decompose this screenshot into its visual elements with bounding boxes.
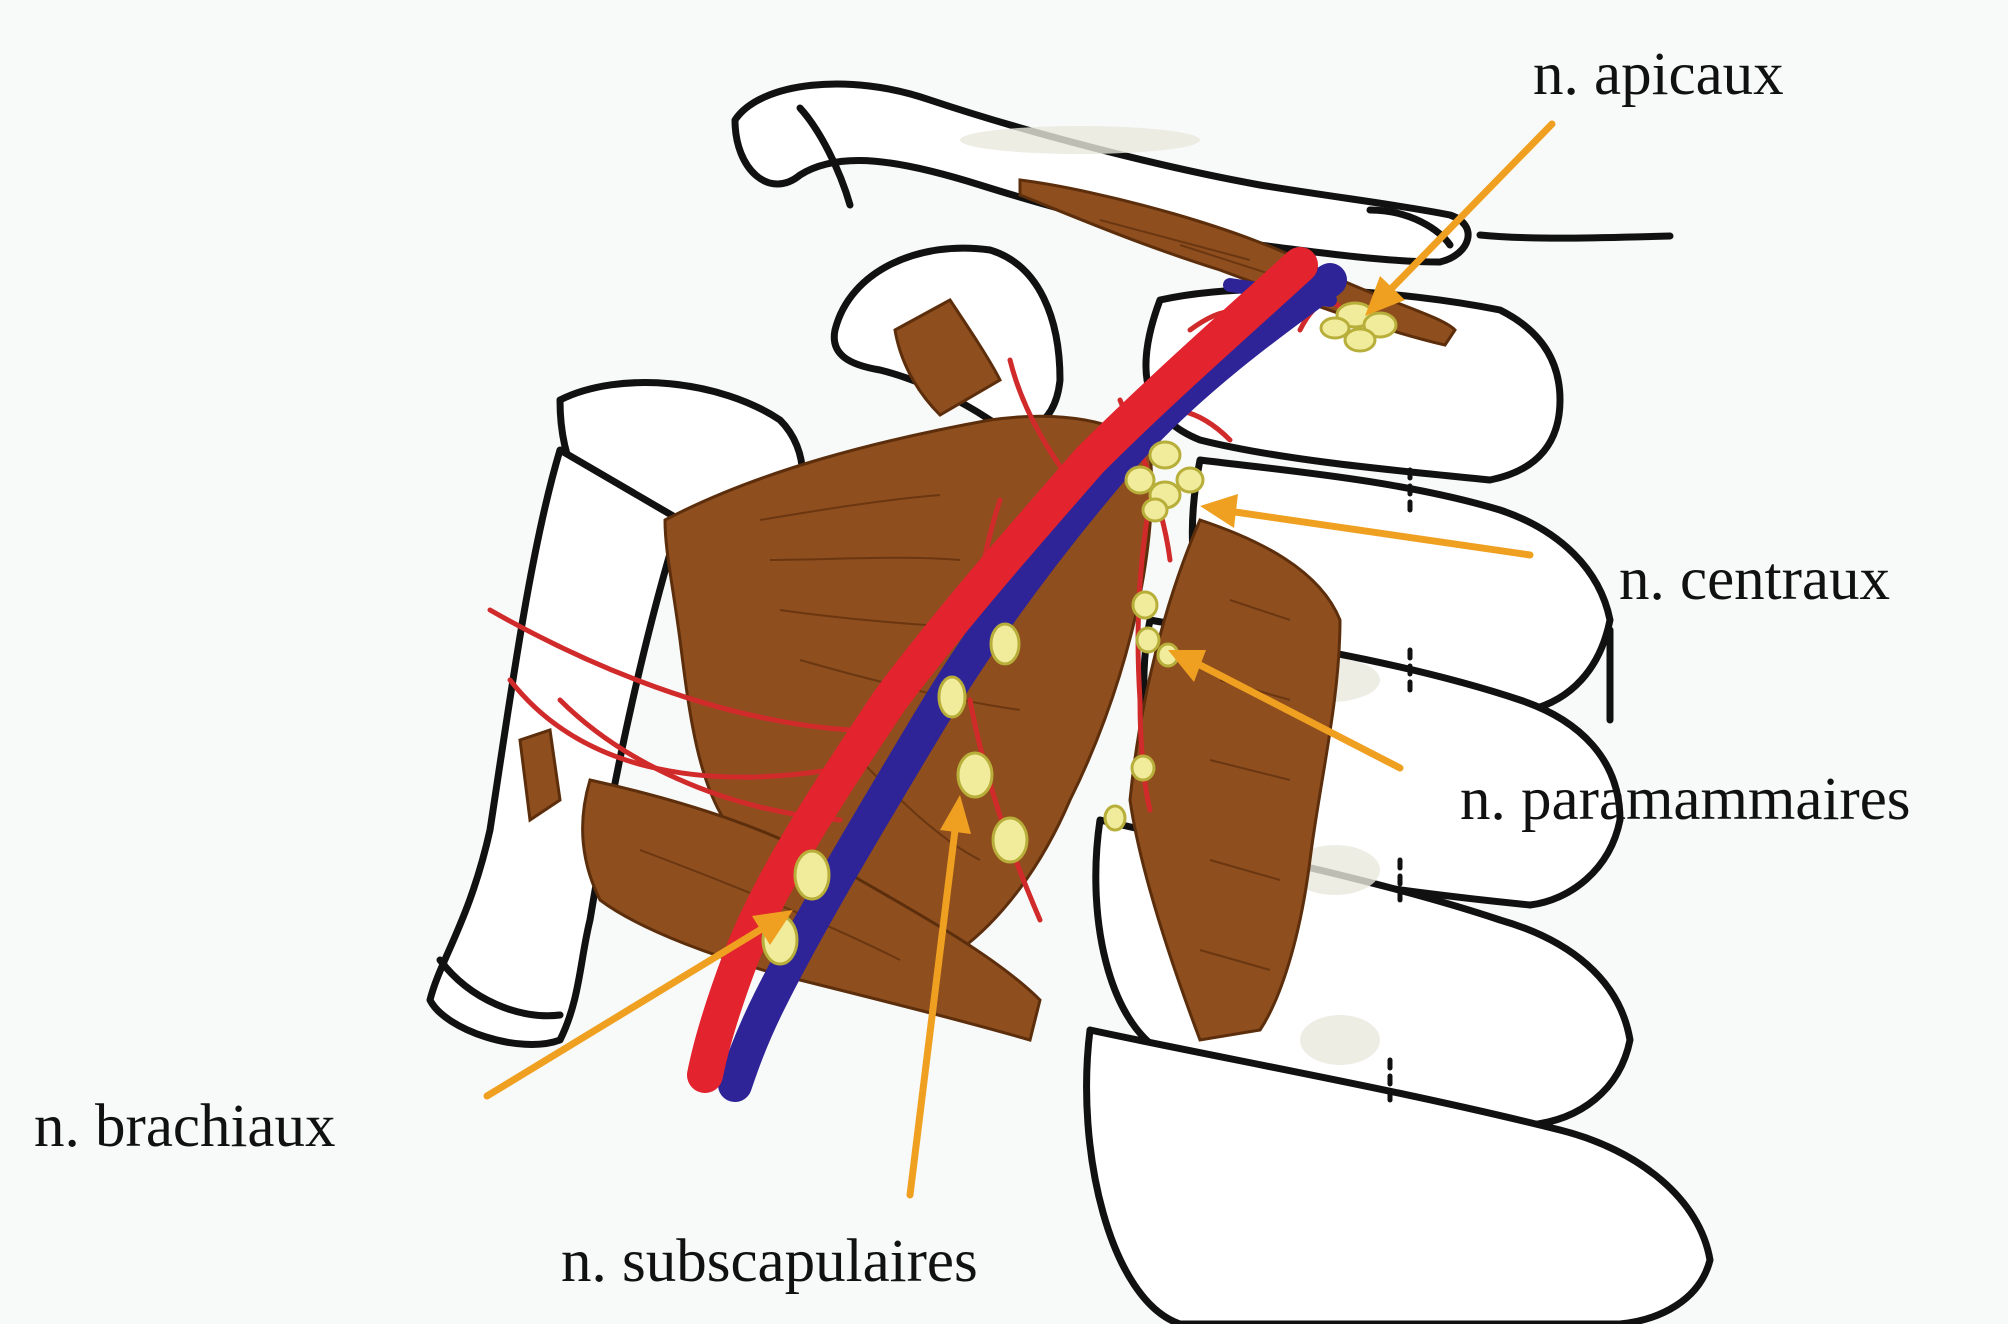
scapula-edge xyxy=(436,956,564,1020)
subscapular-node xyxy=(937,675,967,719)
central-node xyxy=(1148,440,1182,470)
label-subscapulaires: n. subscapulaires xyxy=(561,1228,978,1295)
axillary-artery xyxy=(687,247,1318,1093)
rib-5 xyxy=(1083,1026,1714,1324)
pointer-arrows xyxy=(483,120,1556,1199)
apical-node xyxy=(1362,311,1398,339)
arrow-centraux xyxy=(1200,494,1534,559)
central-node xyxy=(1175,466,1205,494)
brachial-node xyxy=(793,849,831,901)
apical-node xyxy=(1319,316,1351,340)
subscapular-node xyxy=(989,622,1021,666)
paramammary-node xyxy=(1103,804,1127,832)
paramammary-node xyxy=(1130,754,1156,782)
humerus-shaft xyxy=(426,446,684,1048)
central-node xyxy=(1124,465,1156,495)
label-paramammaires: n. paramammaires xyxy=(1460,766,1911,833)
label-brachiaux: n. brachiaux xyxy=(34,1093,336,1160)
lymph-nodes xyxy=(761,301,1398,966)
latissimus-strip xyxy=(518,728,562,823)
label-apicaux: n. apicaux xyxy=(1533,41,1784,108)
central-node xyxy=(1141,497,1169,523)
subscapular-node xyxy=(956,751,994,799)
subscapular-node xyxy=(991,816,1029,864)
apical-node xyxy=(1343,327,1377,353)
arrow-paramammaires xyxy=(1168,650,1404,772)
arrow-apicaux xyxy=(1365,120,1556,316)
paramammary-node xyxy=(1135,626,1161,654)
pectoralis-minor-stub xyxy=(893,298,1002,417)
arrow-brachiaux xyxy=(483,910,793,1100)
arrow-subscapulaires xyxy=(906,795,971,1199)
label-centraux: n. centraux xyxy=(1619,546,1890,613)
clavicle xyxy=(731,80,1472,266)
paramammary-node xyxy=(1131,590,1159,620)
